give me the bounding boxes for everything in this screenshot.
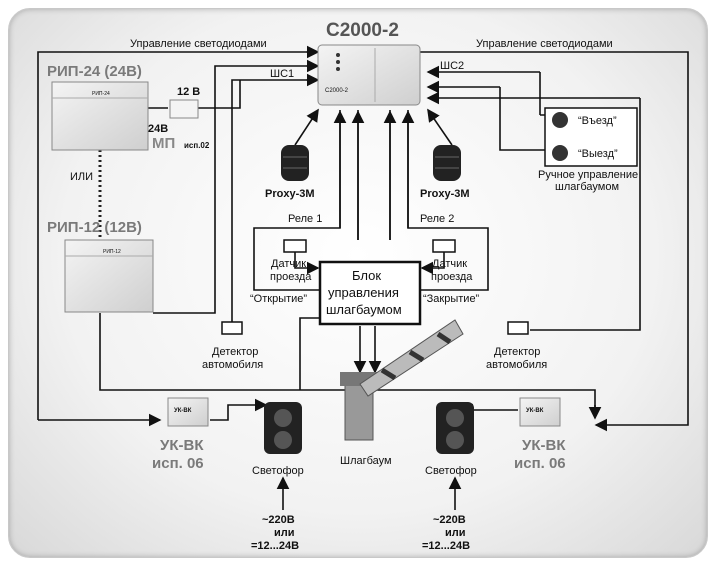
entry-button-label: “Въезд”: [578, 115, 617, 127]
open-label: “Открытие”: [250, 293, 307, 305]
power-left-1: ~220В: [262, 514, 295, 526]
block-2-label: управления: [328, 285, 399, 300]
s2000-2-controller: С2000-2: [317, 44, 421, 106]
v24-label: 24В: [148, 123, 168, 135]
rip-12-power-supply: РИП-12: [64, 239, 154, 313]
proxy-right-label: Proxy-3M: [420, 188, 470, 200]
block-1-label: Блок: [352, 268, 381, 283]
power-left-2: или: [274, 527, 295, 539]
mp-version-label: исп.02: [184, 141, 210, 150]
ukvk-right-label: УК-ВК: [522, 437, 566, 454]
page-title: С2000-2: [326, 20, 399, 41]
proxy-reader-right: [433, 145, 461, 181]
ukvk-left-label: УК-ВК: [160, 437, 204, 454]
passage-sensor-left: [283, 239, 307, 253]
manual-control-label-1: Ручное управление: [538, 169, 638, 181]
sensor-right-2-label: проезда: [431, 271, 473, 283]
det-left-1-label: Детектор: [212, 346, 258, 358]
rip24-label: РИП-24 (24В): [47, 63, 142, 80]
rip24-panel-label: РИП-24: [92, 91, 110, 97]
traffic-light-left-label: Светофор: [252, 465, 304, 477]
led-control-left-label: Управление светодиодами: [130, 38, 267, 50]
sensor-left-1-label: Датчик: [271, 258, 306, 270]
vehicle-detector-right: [507, 321, 529, 335]
proxy-reader-left: [281, 145, 309, 181]
ukvk-panel-left-label: УК-ВК: [174, 408, 192, 414]
mp-module: [169, 99, 199, 119]
v12-label: 12 В: [177, 86, 200, 98]
traffic-light-left: [264, 402, 302, 454]
or-label: ИЛИ: [70, 171, 93, 183]
relay1-label: Реле 1: [288, 213, 322, 225]
close-label: “Закрытие”: [423, 293, 480, 305]
mp-label: МП: [152, 135, 175, 152]
power-right-2: или: [445, 527, 466, 539]
manual-control-label-2: шлагбаумом: [555, 181, 619, 193]
barrier-label: Шлагбаум: [340, 455, 392, 467]
shs1-label: ШС1: [270, 68, 294, 80]
det-right-2-label: автомобиля: [486, 359, 547, 371]
det-right-1-label: Детектор: [494, 346, 540, 358]
rip12-label: РИП-12 (12В): [47, 219, 142, 236]
passage-sensor-right: [432, 239, 456, 253]
s2000-panel-label: С2000-2: [325, 88, 349, 94]
power-right-1: ~220В: [433, 514, 466, 526]
relay2-label: Реле 2: [420, 213, 454, 225]
sensor-right-1-label: Датчик: [432, 258, 467, 270]
rip12-panel-label: РИП-12: [103, 249, 121, 255]
rip-24-power-supply: РИП-24: [51, 81, 149, 151]
barrier-control-block: Блок управления шлагбаумом: [318, 260, 422, 326]
exit-button-label: “Выезд”: [578, 148, 618, 160]
led-control-right-label: Управление светодиодами: [476, 38, 613, 50]
block-3-label: шлагбаумом: [326, 302, 402, 317]
traffic-light-right: [436, 402, 474, 454]
ukvk-module-left: УК-ВК: [167, 397, 209, 427]
power-left-3: =12...24В: [251, 540, 299, 552]
ukvk-module-right: УК-ВК: [519, 397, 561, 427]
manual-control-panel: “Въезд” “Выезд”: [544, 107, 638, 167]
barrier-gate: [340, 319, 464, 441]
power-right-3: =12...24В: [422, 540, 470, 552]
det-left-2-label: автомобиля: [202, 359, 263, 371]
traffic-light-right-label: Светофор: [425, 465, 477, 477]
vehicle-detector-left: [221, 321, 243, 335]
shs2-label: ШС2: [440, 60, 464, 72]
ukvk-left-version: исп. 06: [152, 455, 204, 472]
proxy-left-label: Proxy-3M: [265, 188, 315, 200]
sensor-left-2-label: проезда: [270, 271, 312, 283]
ukvk-right-version: исп. 06: [514, 455, 566, 472]
ukvk-panel-right-label: УК-ВК: [526, 408, 544, 414]
